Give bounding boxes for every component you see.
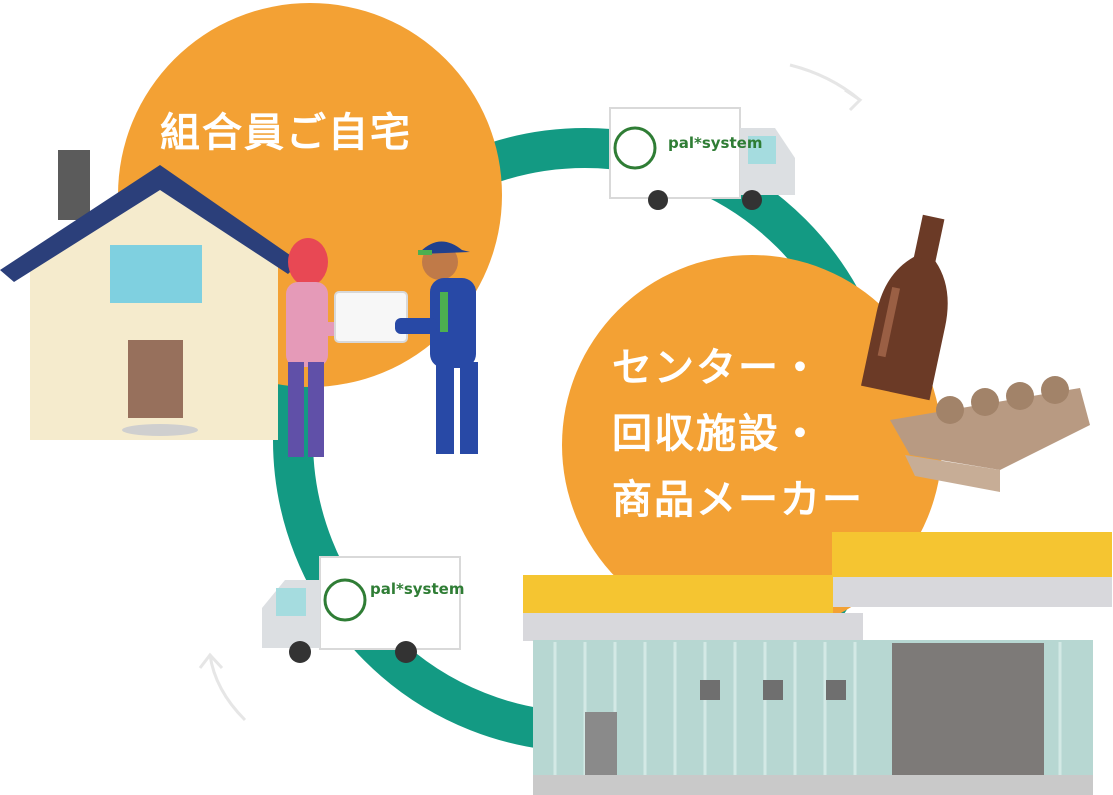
node-label-center: センター・ 回収施設・ 商品メーカー — [612, 335, 864, 533]
motion-arrow-bottom — [198, 652, 247, 722]
node-label-center-line-2: 回収施設・ — [612, 411, 822, 457]
node-label-center-line-3: 商品メーカー — [612, 477, 864, 523]
egg-carton-icon — [890, 376, 1090, 492]
node-label-center-line-1: センター・ — [612, 345, 822, 391]
truck-brand-top: pal*system — [668, 134, 762, 152]
delivery-truck-icon: pal*system — [262, 556, 464, 663]
node-label-home: 組合員ご自宅 — [160, 110, 412, 156]
member-icon — [286, 238, 350, 457]
truck-brand-bottom: pal*system — [370, 580, 464, 598]
warehouse-icon — [523, 532, 1112, 795]
house-icon — [0, 150, 300, 440]
delivery-person-icon — [395, 241, 478, 454]
delivery-truck-icon: pal*system — [609, 107, 795, 210]
box-icon — [334, 291, 408, 343]
motion-arrow-top — [789, 63, 863, 112]
bottle-icon — [861, 214, 948, 401]
